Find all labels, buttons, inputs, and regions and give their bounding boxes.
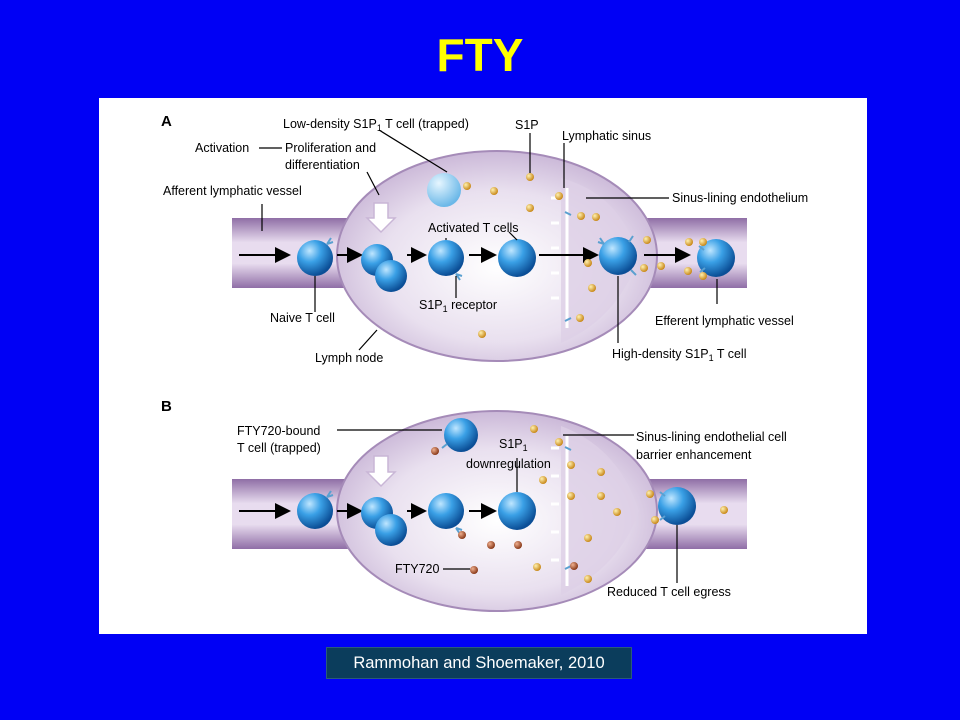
leader-lines-a bbox=[259, 129, 718, 351]
s1p-molecules-a bbox=[463, 173, 707, 338]
fty720-molecules bbox=[431, 447, 578, 574]
high-density-t-cell-a bbox=[599, 237, 637, 275]
low-density-t-cell-a bbox=[427, 173, 461, 207]
leader-lines-b bbox=[337, 429, 678, 583]
reduced-egress-label: Reduced T cell egress bbox=[607, 585, 731, 599]
t-cell-b-1 bbox=[428, 493, 464, 529]
panel-b-label: B bbox=[161, 398, 172, 415]
efferent-t-cell-b bbox=[658, 487, 696, 525]
proliferation-line1: Proliferation and bbox=[285, 141, 376, 155]
downregulation-label: downregulation bbox=[466, 457, 551, 471]
lymphatic-sinus-b bbox=[561, 426, 639, 595]
diagram-panel: A bbox=[99, 98, 867, 634]
fty720-bound-line2: T cell (trapped) bbox=[237, 441, 321, 455]
naive-t-cell-a bbox=[297, 240, 333, 276]
activation-arrow-b bbox=[365, 455, 397, 488]
s1p-label: S1P bbox=[515, 118, 539, 132]
fty720-mechanism-diagram: A bbox=[161, 113, 808, 612]
activated-t-cell-a-2 bbox=[498, 239, 536, 277]
high-density-label: High-density S1P1 T cell bbox=[612, 347, 746, 363]
fty720-bound-line1: FTY720-bound bbox=[237, 424, 320, 438]
panel-a-label: A bbox=[161, 113, 172, 130]
fty720-bound-t-cell bbox=[444, 418, 478, 452]
naive-t-cell-b bbox=[297, 493, 333, 529]
efferent-t-cell-a bbox=[697, 239, 735, 277]
proliferation-line2: differentiation bbox=[285, 158, 360, 172]
citation-box: Rammohan and Shoemaker, 2010 bbox=[326, 647, 632, 679]
lymph-node-label: Lymph node bbox=[315, 351, 383, 365]
activated-t-cell-a-1 bbox=[428, 240, 464, 276]
naive-t-cell-label: Naive T cell bbox=[270, 311, 335, 325]
lymphatic-sinus-label: Lymphatic sinus bbox=[562, 129, 651, 143]
activation-label: Activation bbox=[195, 141, 249, 155]
sinus-lining-label: Sinus-lining endothelium bbox=[672, 191, 808, 205]
sinus-lining-a bbox=[551, 188, 569, 328]
sinus-lining-b bbox=[551, 436, 569, 586]
panel-b: B bbox=[161, 398, 787, 612]
s1p1-receptor-label: S1P1 receptor bbox=[419, 298, 497, 314]
low-density-label: Low-density S1P1 T cell (trapped) bbox=[283, 117, 469, 133]
efferent-vessel-label: Efferent lymphatic vessel bbox=[655, 314, 794, 328]
panel-a: A bbox=[161, 113, 808, 365]
sinus-lining-b-line2: barrier enhancement bbox=[636, 448, 752, 462]
downregulated-t-cell-b bbox=[498, 492, 536, 530]
slide-title: FTY bbox=[436, 29, 524, 81]
s1p-molecules-b bbox=[530, 425, 728, 583]
dividing-t-cell-b-2 bbox=[375, 514, 407, 546]
s1p1-label-b: S1P1 bbox=[499, 437, 528, 453]
s1p1-receptors-a bbox=[326, 211, 706, 322]
activation-arrow-a bbox=[365, 202, 397, 234]
s1p1-receptors-b bbox=[326, 443, 666, 570]
afferent-vessel-label: Afferent lymphatic vessel bbox=[163, 184, 302, 198]
dividing-t-cell-a-2 bbox=[375, 260, 407, 292]
activated-t-cells-label: Activated T cells bbox=[428, 221, 519, 235]
sinus-lining-b-line1: Sinus-lining endothelial cell bbox=[636, 430, 787, 444]
fty720-label: FTY720 bbox=[395, 562, 440, 576]
